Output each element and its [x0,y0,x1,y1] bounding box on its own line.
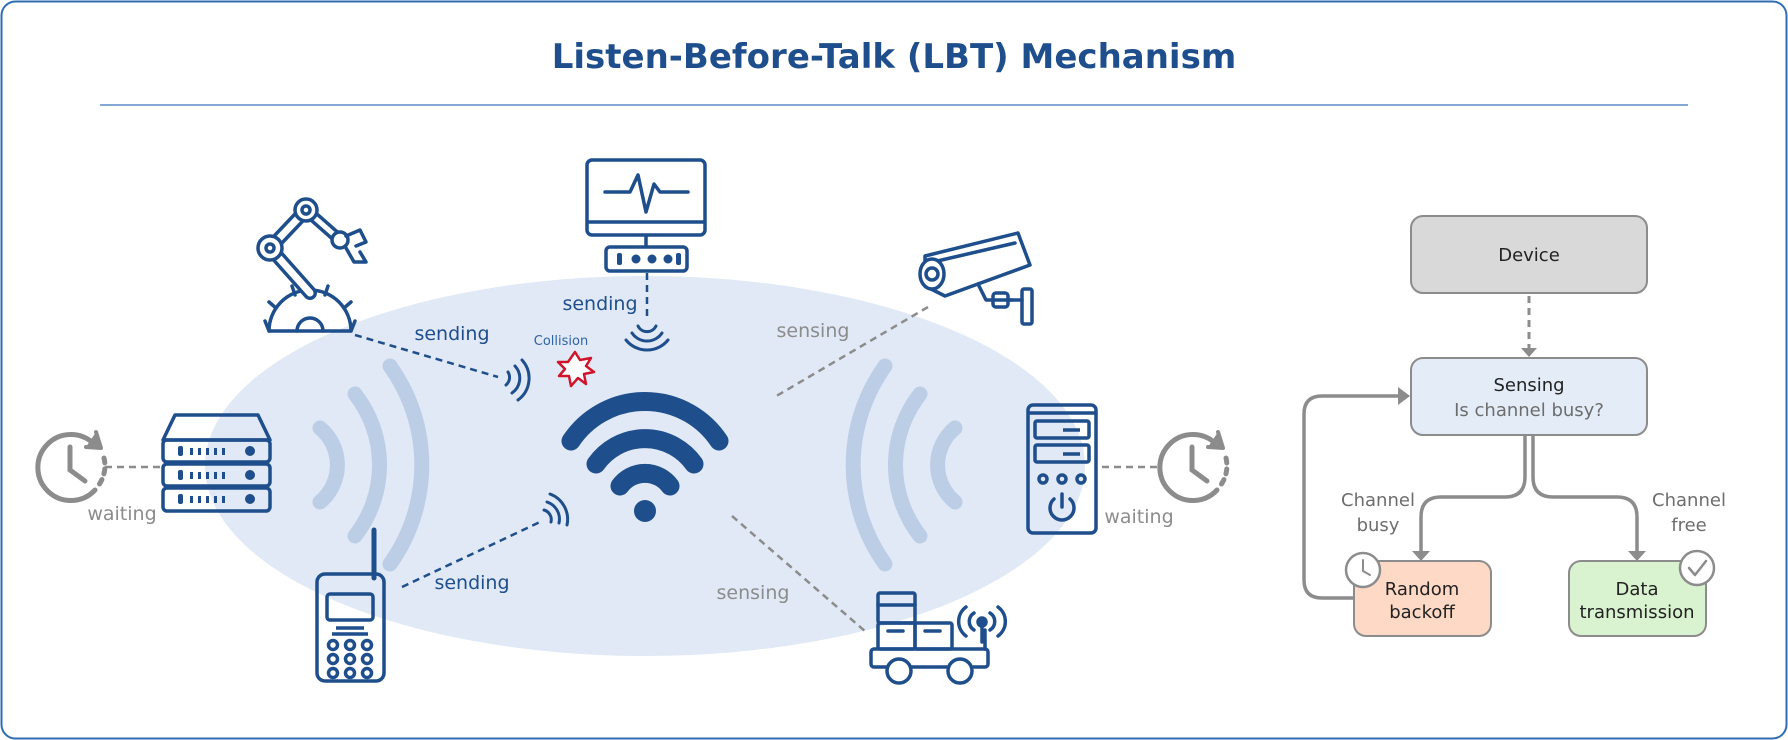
device-box [1410,215,1648,294]
sensing-box-title: Sensing [1493,375,1564,396]
walkie-talkie-icon [315,527,386,683]
clock-icon [1157,430,1230,503]
backoff-box-line1: Random [1385,579,1460,600]
busy-label-line1: Channel [1341,490,1415,511]
radio-link [401,520,541,589]
camera-link [772,305,929,400]
busy-label-line2: busy [1357,515,1400,536]
backoff-box-line2: backoff [1389,602,1455,623]
cart-status-label: sensing [717,582,790,604]
monitor-icon [585,158,707,273]
sensing-box-question: Is channel busy? [1454,400,1604,421]
sensing-box [1410,357,1648,436]
device-to-sensing-arrowhead [1521,348,1537,357]
check-icon [1678,549,1716,587]
clock-icon [35,430,108,503]
page-title: Listen-Before-Talk (LBT) Mechanism [552,37,1237,77]
robot-arm-icon [256,197,368,333]
cart-link [731,515,867,633]
radio-status-label: sending [434,572,509,594]
monitor-status-label: sending [562,293,637,315]
server-left-status-label: waiting [87,503,156,525]
busy-branch-arrowhead [1412,551,1430,561]
backoff-box [1353,560,1492,637]
wifi-icon [561,392,729,522]
busy-branch-connector [1419,436,1527,553]
collision-icon [556,350,596,388]
data-transmission-box [1568,560,1707,637]
tower-server-icon [1026,403,1098,535]
retry-loop-connector [1302,394,1400,600]
robot-signal-icon [504,358,531,402]
collision-label: Collision [534,334,588,349]
server-right-status-label: waiting [1104,506,1173,528]
data-transmission-line2: transmission [1580,602,1695,623]
free-label-line2: free [1671,515,1707,536]
monitor-signal-icon [624,324,670,352]
retry-loop-arrowhead [1398,387,1410,405]
robot-status-label: sending [414,323,489,345]
server-icon [161,413,272,513]
left-signal-arcs [312,358,430,572]
free-label-line1: Channel [1652,490,1726,511]
radio-signal-icon [542,492,570,527]
free-branch-connector [1531,436,1639,553]
free-branch-arrowhead [1628,551,1646,561]
data-transmission-line1: Data [1616,579,1659,600]
device-box-label: Device [1498,245,1560,266]
robot-link [354,333,499,379]
right-signal-arcs [845,358,963,572]
camera-status-label: sensing [777,320,850,342]
camera-icon [918,231,1034,326]
cart-icon [869,591,1008,685]
clock-icon [1344,551,1382,589]
